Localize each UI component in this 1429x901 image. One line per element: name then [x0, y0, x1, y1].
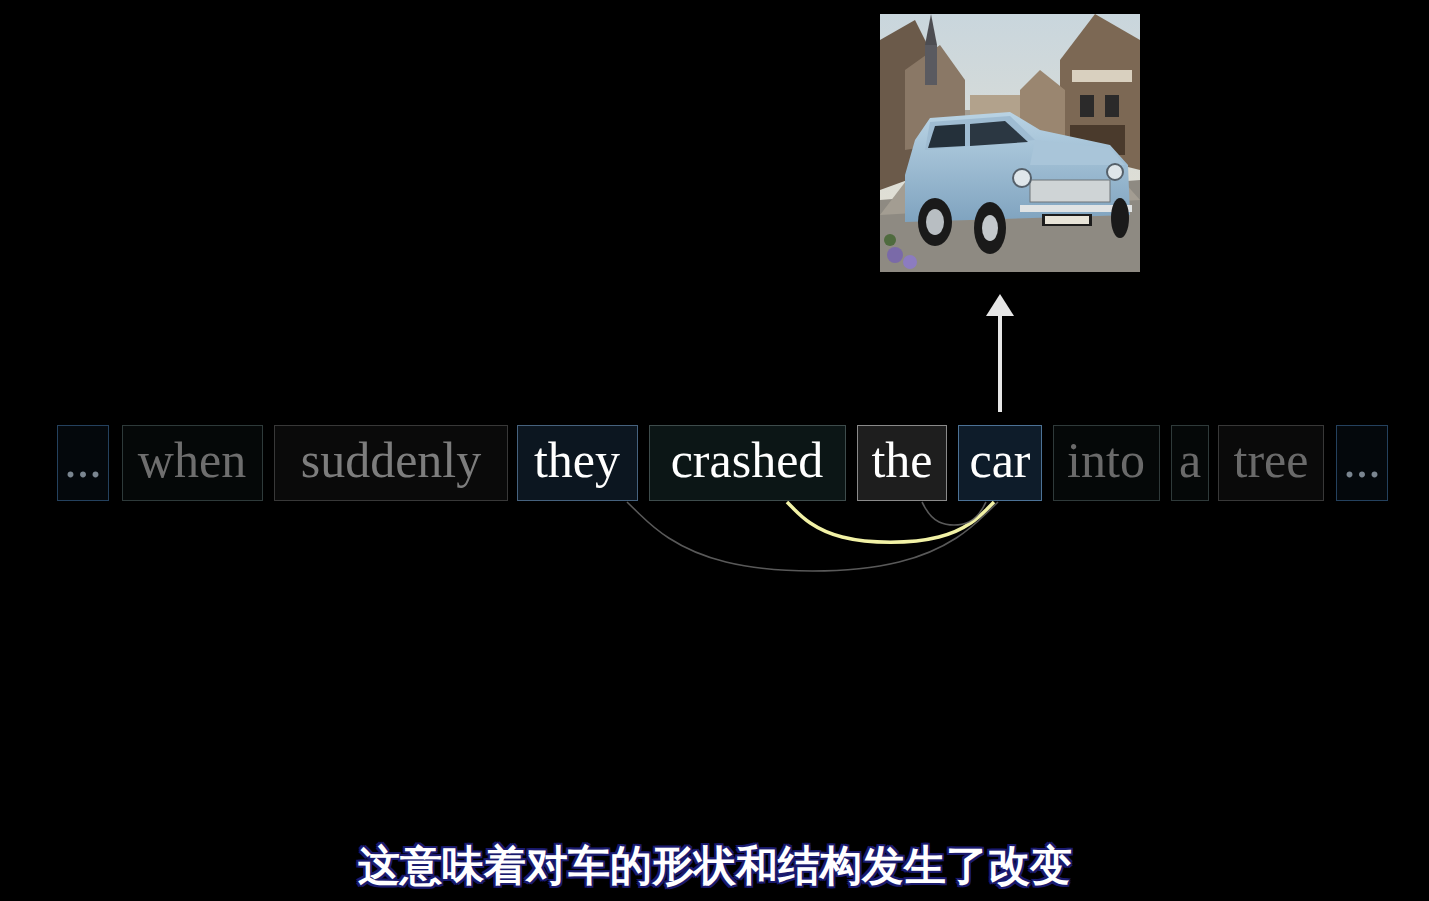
- token-box: ...: [57, 425, 109, 501]
- token-text: car: [969, 435, 1030, 491]
- token-text: a: [1179, 435, 1201, 491]
- pointer-arrow: [998, 312, 1002, 412]
- token-box: into: [1053, 425, 1160, 501]
- token-text: ...: [1343, 435, 1381, 491]
- token-box: the: [857, 425, 947, 501]
- attention-arc: [627, 502, 998, 571]
- arrow-head: [986, 294, 1014, 316]
- car-picture: [880, 14, 1140, 272]
- token-box: tree: [1218, 425, 1324, 501]
- token-text: ...: [64, 435, 102, 491]
- token-text: the: [871, 435, 932, 491]
- subtitle: 这意味着对车的形状和结构发生了改变: [0, 838, 1429, 894]
- subtitle-text: 这意味着对车的形状和结构发生了改变: [358, 841, 1072, 890]
- token-text: when: [138, 435, 246, 491]
- token-box: ...: [1336, 425, 1388, 501]
- token-box: when: [122, 425, 263, 501]
- token-text: suddenly: [301, 435, 482, 491]
- token-box: crashed: [649, 425, 846, 501]
- attention-arc: [787, 502, 994, 542]
- token-box: they: [517, 425, 638, 501]
- token-text: into: [1067, 435, 1145, 491]
- token-box: a: [1171, 425, 1209, 501]
- token-text: crashed: [671, 435, 824, 491]
- token-text: tree: [1234, 435, 1309, 491]
- token-text: they: [534, 435, 620, 491]
- attention-arc: [922, 502, 986, 525]
- token-box: car: [958, 425, 1042, 501]
- token-box: suddenly: [274, 425, 508, 501]
